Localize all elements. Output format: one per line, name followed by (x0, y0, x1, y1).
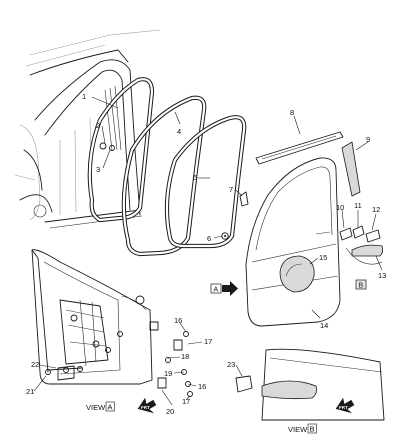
weatherstrip-seal-door-5 (164, 115, 247, 249)
bolt-7 (239, 191, 249, 207)
view-b-prefix: VIEW (288, 425, 308, 434)
callout-23: 23 (227, 360, 235, 369)
callout-12: 12 (372, 205, 380, 214)
leader-lines (33, 96, 383, 406)
callout-16: 16 (174, 316, 182, 325)
frt-arrow-a (137, 397, 157, 414)
view-box-b: B (355, 279, 367, 290)
box-a-label: A (214, 287, 219, 294)
fasteners-16-20 (165, 331, 193, 397)
callout-21: 21 (26, 387, 34, 396)
callout-18: 18 (181, 352, 189, 361)
callout-20: 20 (166, 407, 174, 416)
view-b-letter: B (310, 425, 315, 434)
callout-6: 6 (207, 234, 211, 243)
callout-17: 17 (204, 337, 212, 346)
callout-10: 10 (336, 203, 344, 212)
vehicle-body-side (14, 29, 161, 229)
frt-label-a: FRT (141, 405, 150, 410)
check-link-21-22 (45, 366, 83, 375)
callout-4: 4 (177, 127, 181, 136)
callout-16b: 16 (198, 382, 206, 391)
callout-8: 8 (290, 108, 294, 117)
box-b-label: B (359, 283, 364, 290)
view-a-door-inner (31, 249, 183, 389)
callout-2: 2 (96, 121, 100, 130)
pillar-applique-9 (341, 141, 361, 197)
callout-1: 1 (82, 92, 86, 101)
view-b-label: VIEW B FRT (288, 397, 355, 434)
view-a-prefix: VIEW (86, 403, 106, 412)
front-door-shell-14 (245, 157, 341, 327)
callout-15: 15 (319, 253, 327, 262)
callout-labels: 1 2 3 4 5 6 7 8 9 10 11 12 13 14 15 16 1… (26, 92, 386, 416)
callout-11: 11 (354, 201, 362, 210)
frt-arrow-b (335, 397, 355, 414)
callout-19: 19 (164, 369, 172, 378)
callout-3: 3 (96, 165, 100, 174)
callout-14: 14 (320, 321, 328, 330)
callout-13: 13 (378, 271, 386, 280)
callout-7: 7 (229, 185, 233, 194)
door-mirror-15 (279, 255, 315, 293)
view-b-door-handle (235, 348, 385, 421)
callout-22: 22 (31, 360, 39, 369)
view-a-label: VIEW A FRT (86, 397, 157, 414)
callout-9: 9 (366, 135, 370, 144)
weatherstrip-seal-body-1 (87, 77, 155, 223)
weatherstrip-seal-door-4 (121, 95, 207, 257)
bolt-6 (221, 232, 229, 240)
belt-molding-8 (255, 131, 344, 165)
view-a-letter: A (108, 403, 113, 412)
callout-5: 5 (193, 173, 197, 182)
callout-17b: 17 (182, 397, 190, 406)
frt-label-b: FRT (339, 405, 348, 410)
view-arrow-a: A (210, 281, 238, 296)
handle-hardware-10-13 (339, 225, 384, 265)
